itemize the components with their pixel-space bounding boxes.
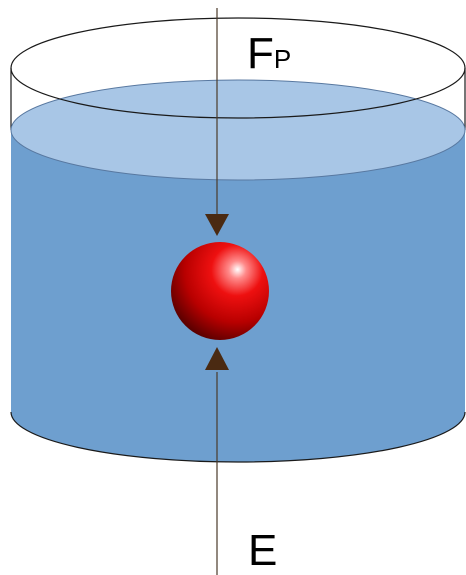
container-rim-front (10, 67, 466, 119)
arrow-down-head-icon (205, 214, 229, 236)
red-sphere-icon (171, 242, 269, 340)
downward-force-main: F (247, 29, 274, 78)
container-rim-back (10, 17, 466, 69)
downward-force-label: FP (247, 29, 291, 78)
upward-force-label: E (248, 526, 277, 575)
water-surface (10, 79, 466, 181)
arrow-up-head-icon (205, 347, 229, 370)
container-bottom (10, 411, 466, 463)
downward-force-subscript: P (274, 44, 291, 74)
